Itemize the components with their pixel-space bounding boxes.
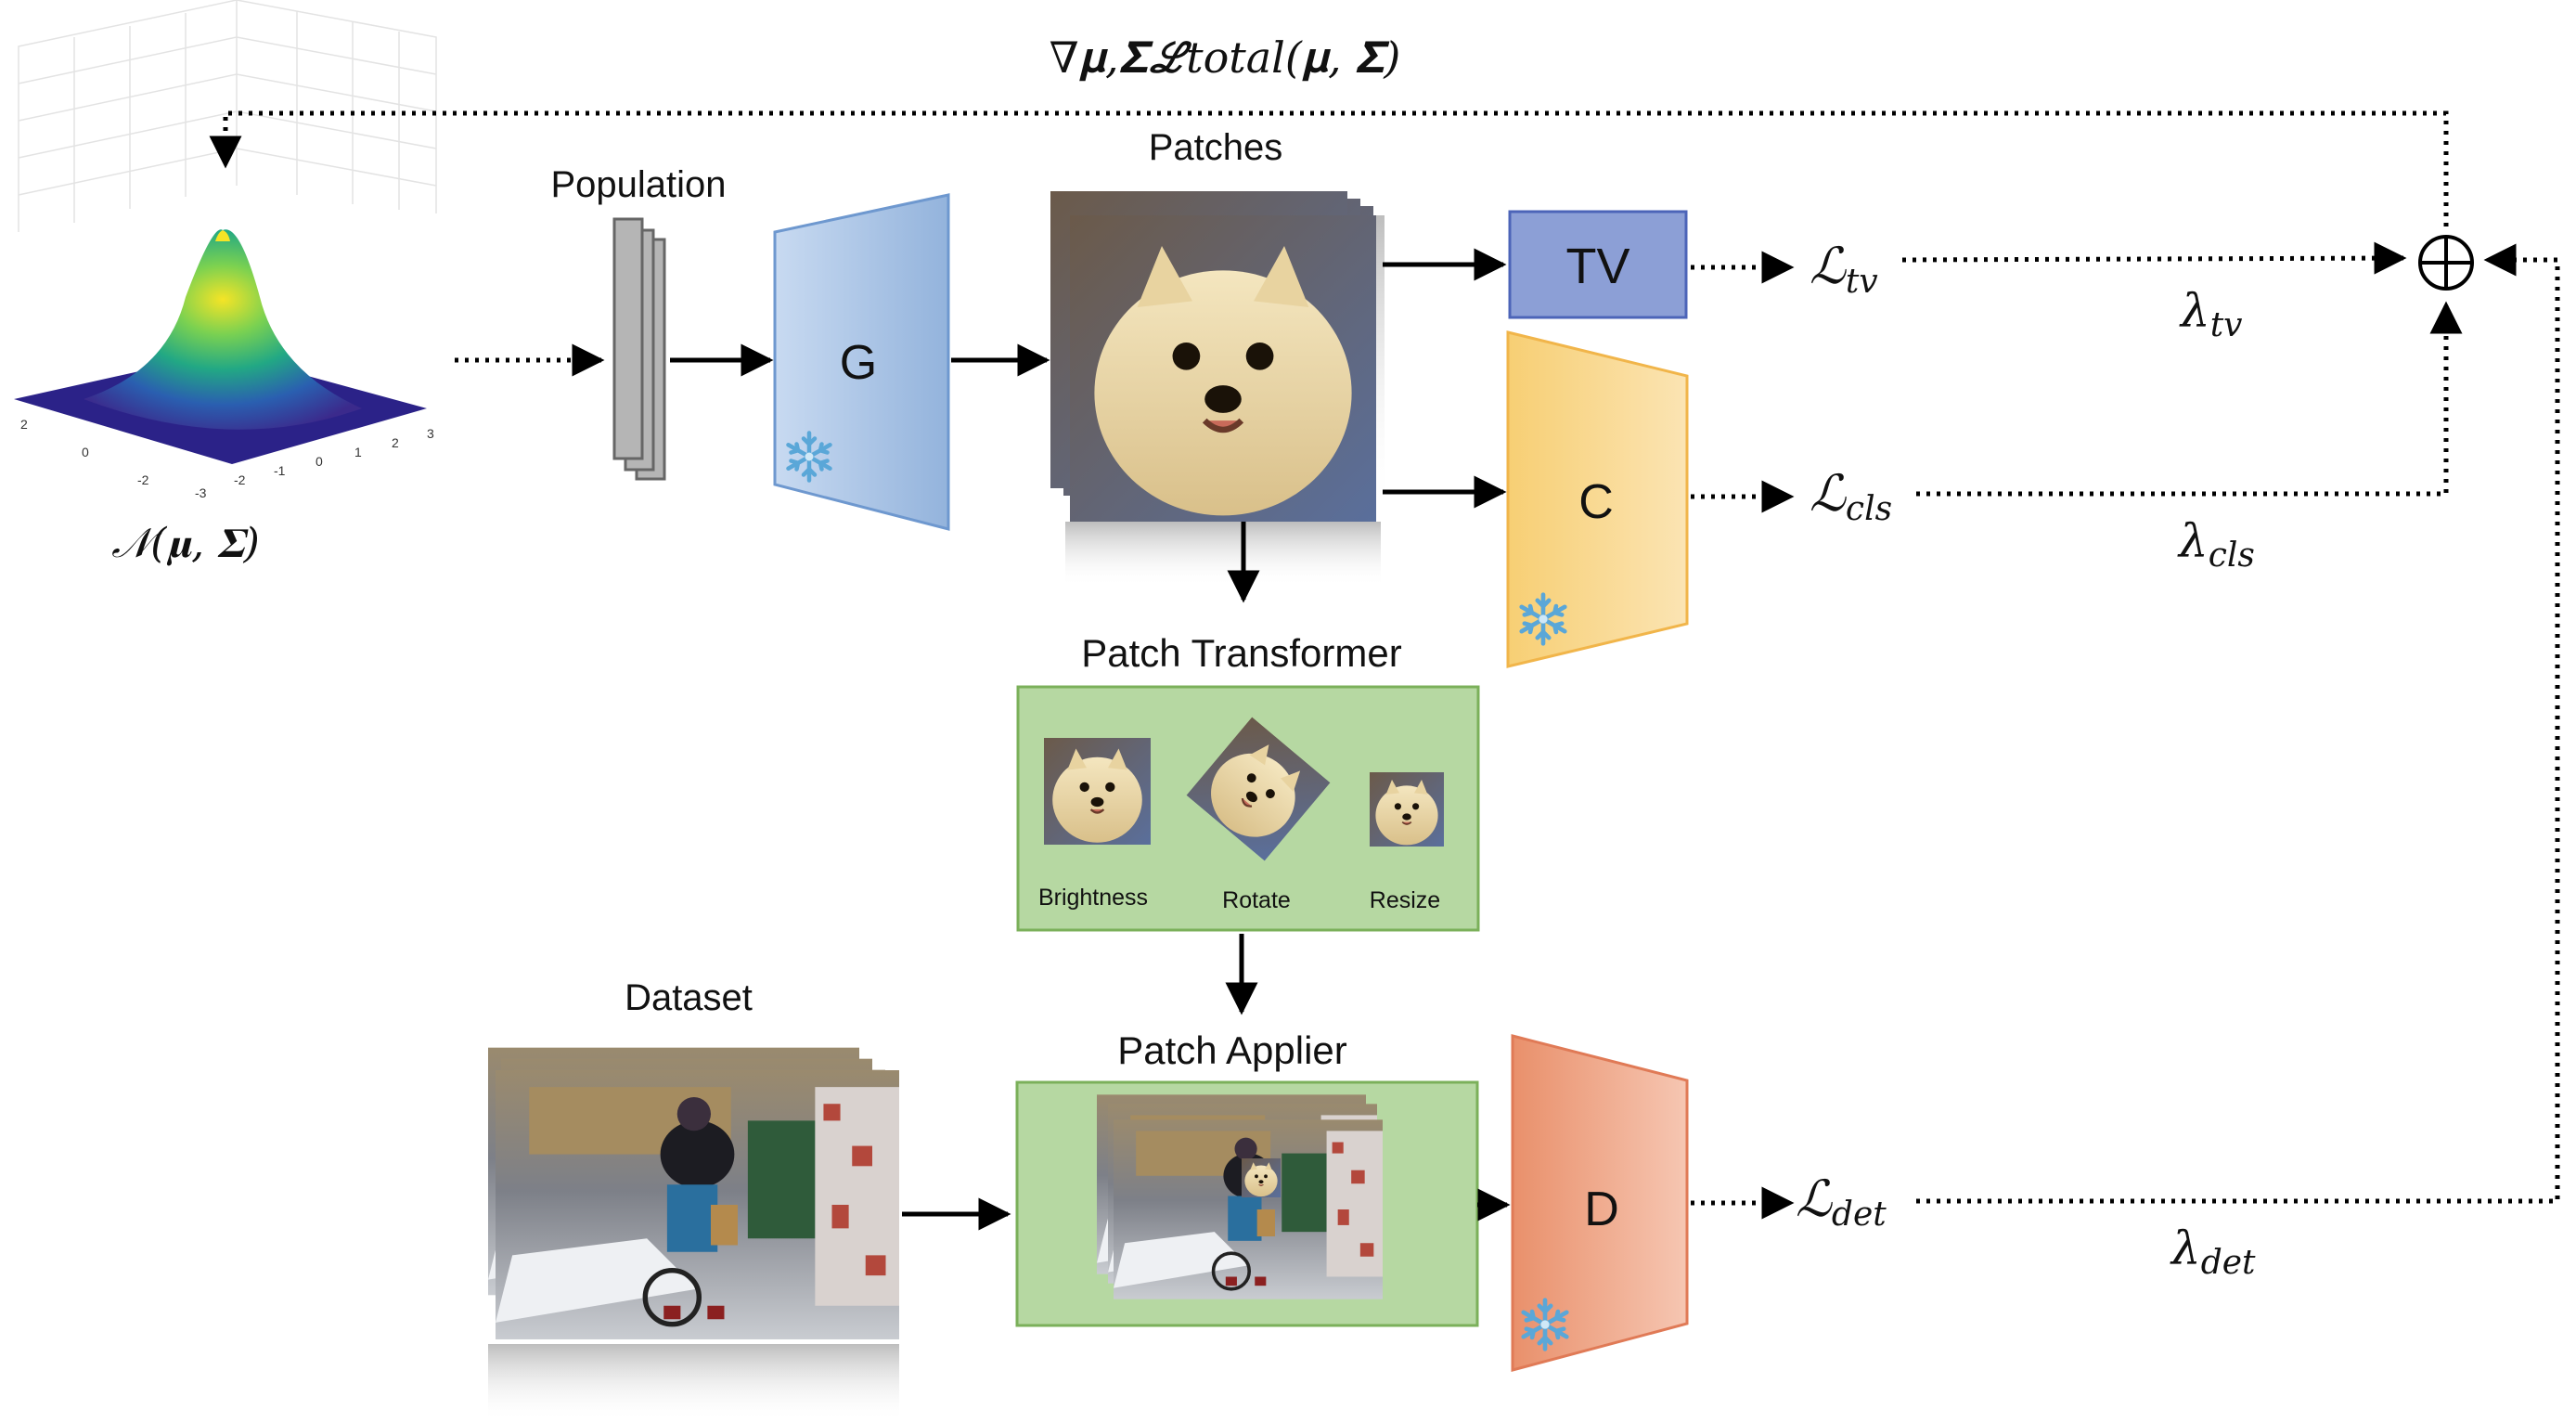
transform-label-rotate: Rotate [1222,887,1291,913]
tick-left-1: 0 [82,445,89,459]
tv-block [1508,210,1688,319]
weight-cls: λcls [2177,514,2255,575]
feedback-arrow-gradient [209,110,2449,226]
loss-tv: ℒtv [1810,237,1878,301]
tick-bottom-1: -2 [234,472,246,487]
tick-bottom-0: -3 [195,485,207,500]
patched-image-stack [1097,1092,1383,1301]
weight-det: λdet [2170,1222,2256,1282]
distribution-label: 𝒩(𝛍, 𝚺) [111,520,260,567]
loss-det: ℒdet [1796,1170,1887,1234]
tick-bottom-4: 1 [354,445,362,459]
generator-block [773,193,950,531]
tick-bottom-6: 3 [427,426,434,441]
patch-applier-label: Patch Applier [1117,1028,1347,1072]
gradient-label: ∇𝛍,𝚺ℒtotal(𝛍, 𝚺) [1050,32,1401,83]
tv-label: TV [1565,239,1629,294]
patches-stack [1050,191,1385,587]
patches-label: Patches [1149,127,1283,168]
transform-brightness-image [1044,738,1151,845]
tick-bottom-5: 2 [392,435,399,450]
arrow-loss-det-to-sum [1916,243,2560,1204]
transform-label-resize: Resize [1370,887,1440,913]
detector-block [1511,1034,1689,1372]
patch-transformer-label: Patch Transformer [1081,631,1401,675]
transform-label-brightness: Brightness [1038,885,1148,911]
dataset-stack [488,1048,899,1422]
weight-tv: λtv [2179,284,2243,344]
arrow-loss-tv-to-sum [1901,241,2407,275]
loss-cls: ℒcls [1810,464,1892,528]
detector-label: D [1584,1183,1619,1236]
transform-resize-image [1370,772,1444,847]
tick-left-0: 2 [20,417,28,432]
tick-left-2: -2 [137,472,149,487]
population-stack [612,217,666,481]
population-label: Population [550,164,726,205]
tick-bottom-2: -1 [274,463,286,478]
dataset-label: Dataset [625,977,753,1018]
sum-node [2418,235,2474,291]
gaussian-surface-plot: 2 0 -2 -3 -2 -1 0 1 2 3 [14,0,437,500]
generator-label: G [840,336,877,390]
classifier-block [1506,330,1689,668]
classifier-label: C [1578,475,1614,529]
tick-bottom-3: 0 [316,454,323,469]
arrow-loss-cls-to-sum [1916,301,2463,497]
